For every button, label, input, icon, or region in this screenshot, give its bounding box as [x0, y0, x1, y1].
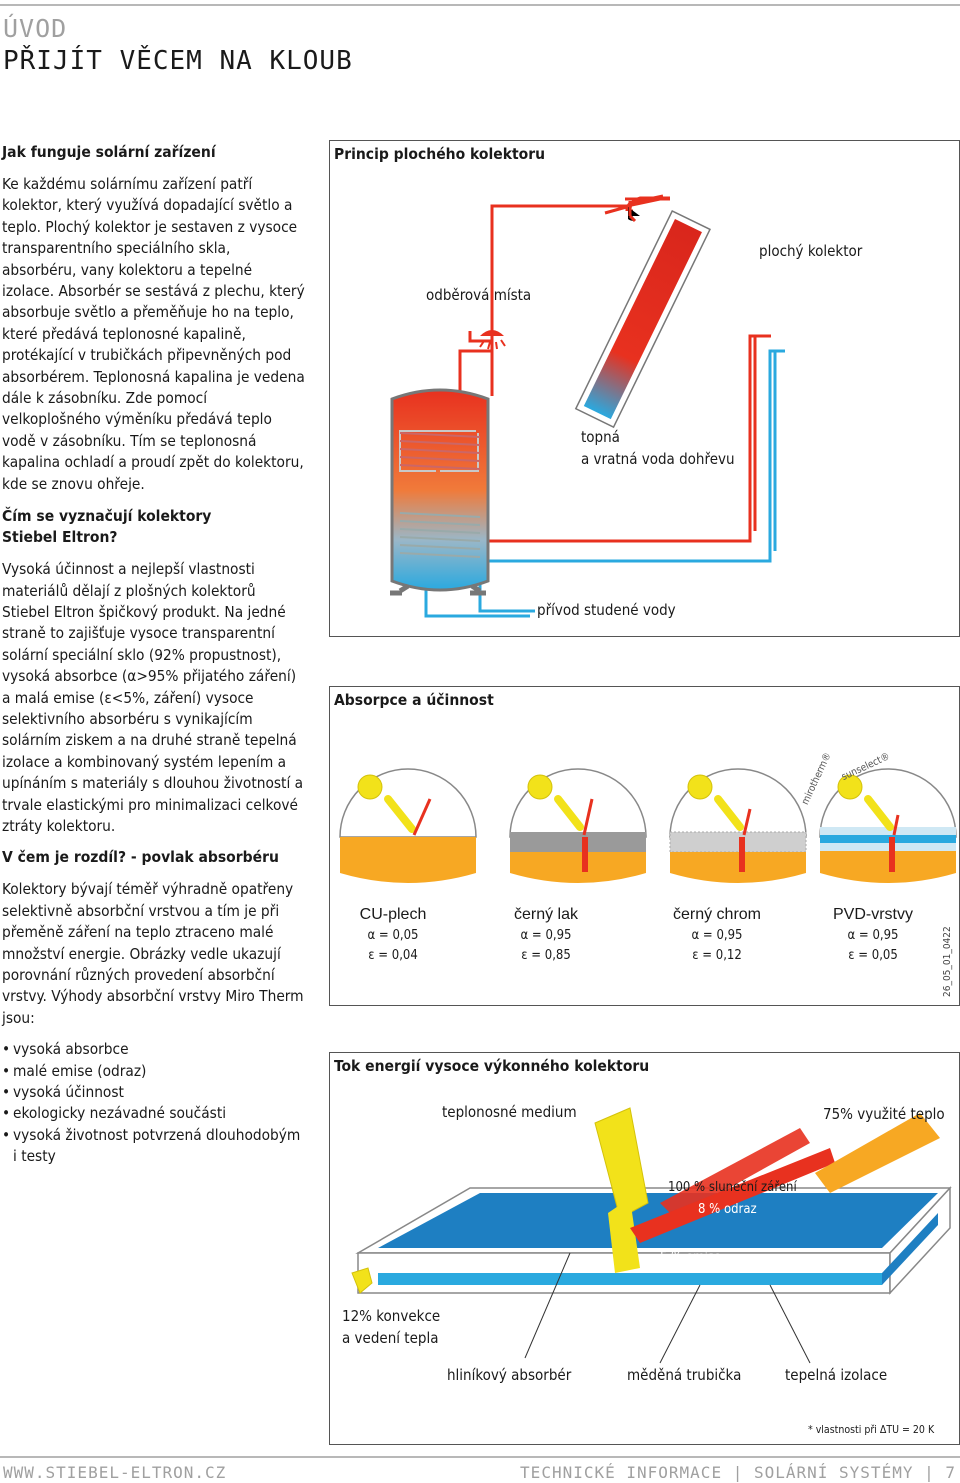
footer-url[interactable]: WWW.STIEBEL-ELTRON.CZ — [3, 1463, 227, 1482]
list-item: vysoká absorbce — [2, 1039, 307, 1061]
absorber-black-chrome: černý chrom α = 0,95 ε = 0,12 — [672, 906, 762, 963]
heading-difference: V čem je rozdíl? - povlak absorbéru — [2, 848, 279, 867]
energy-flow-panel: Tok energií vysoce výkonného kolektoru t… — [329, 1052, 960, 1445]
paragraph-difference: Kolektory bývají téměř výhradně opatřeny… — [2, 880, 304, 1027]
page-title: PŘIJÍT VĚCEM NA KLOUB — [3, 46, 353, 76]
section-label: ÚVOD — [3, 14, 68, 43]
label-emission: 5 % emise — [660, 1250, 722, 1265]
absorber-pvd: PVD-vrstvy α = 0,95 ε = 0,05 — [833, 906, 913, 963]
absorber-black-paint: černý lak α = 0,95 ε = 0,85 — [513, 906, 579, 963]
label-collector: plochý kolektor — [759, 242, 863, 260]
energy-flow-diagram — [351, 1107, 952, 1364]
label-insulation: tepelná izolace — [785, 1366, 888, 1384]
label-solar: 100 % sluneční záření — [668, 1180, 797, 1195]
label-absorber: hliníkový absorbér — [447, 1366, 572, 1384]
collector-diagram — [390, 194, 785, 618]
footnote: * vlastnosti při ΔTU = 20 K — [808, 1424, 935, 1436]
panel-title: Princip plochého kolektoru — [334, 145, 546, 163]
absorption-diagram — [339, 768, 957, 883]
top-rule — [0, 4, 960, 6]
panel-title: Tok energií vysoce výkonného kolektoru — [334, 1057, 650, 1075]
label-reflection: 8 % odraz — [698, 1202, 757, 1217]
label-taps: odběrová místa — [426, 286, 532, 304]
heading-how-it-works: Jak funguje solární zařízení — [2, 143, 216, 161]
label-medium: teplonosné medium — [442, 1103, 577, 1121]
advantages-list: vysoká absorbce malé emise (odraz) vysok… — [2, 1039, 307, 1167]
text-column: Jak funguje solární zařízení Ke každému … — [2, 142, 307, 1168]
heading-features: Čím se vyznačují kolektory Stiebel Eltro… — [2, 507, 212, 547]
list-item: vysoká životnost potvrzená dlouhodobým i… — [2, 1125, 307, 1168]
absorber-cu: CU-plech α = 0,05 ε = 0,04 — [359, 906, 427, 963]
list-item: ekologicky nezávadné součásti — [2, 1103, 307, 1125]
label-useful-heat: 75% využité teplo — [823, 1105, 945, 1123]
paragraph-features: Vysoká účinnost a nejlepší vlastnosti ma… — [2, 560, 304, 835]
label-convection: 12% konvekce a vedení tepla — [342, 1307, 441, 1347]
label-cold-inlet: přívod studené vody — [537, 601, 676, 619]
collector-principle-panel: Princip plochého kolektoru — [329, 140, 960, 637]
paragraph-how-it-works: Ke každému solárnímu zařízení patří kole… — [2, 175, 305, 493]
list-item: vysoká účinnost — [2, 1082, 307, 1104]
list-item: malé emise (odraz) — [2, 1061, 307, 1083]
label-heating-water: topná a vratná voda dohřevu — [581, 428, 735, 468]
panel-title: Absorpce a účinnost — [334, 691, 494, 709]
footer-info: TECHNICKÉ INFORMACE | SOLÁRNÍ SYSTÉMY | … — [520, 1463, 956, 1482]
label-copper-tube: měděná trubička — [627, 1366, 742, 1384]
absorption-panel: Absorpce a účinnost — [329, 686, 960, 1006]
bottom-rule — [0, 1456, 960, 1458]
